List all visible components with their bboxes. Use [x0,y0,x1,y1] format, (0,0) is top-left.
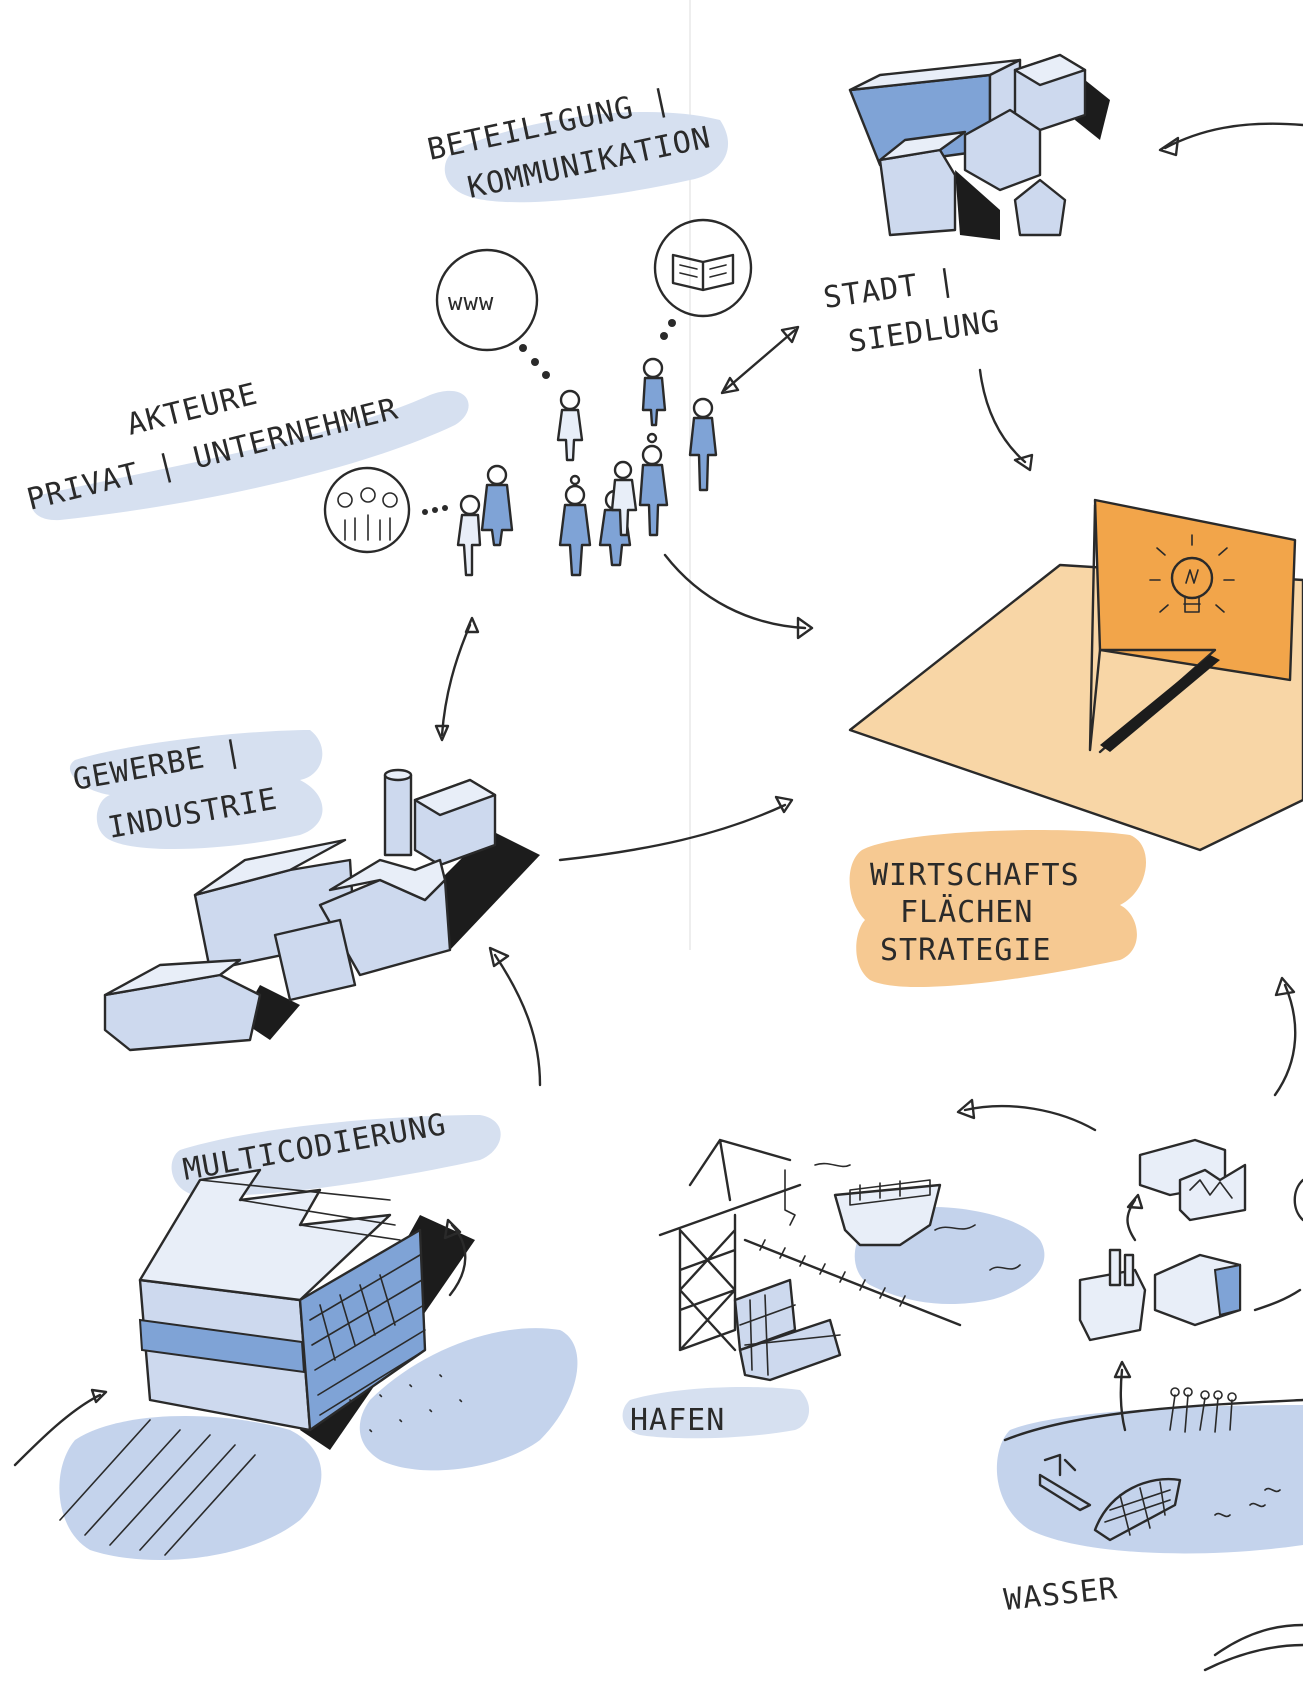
ship-icon [833,1179,942,1247]
arrow-to-stadt [1163,122,1303,150]
gewerbe-label-group: GEWERBE | INDUSTRIE [69,730,323,850]
container-stack-icon [733,1278,842,1382]
arrow-akteure-gewerbe [440,623,472,737]
strategy-label-line1: WIRTSCHAFTS [870,858,1080,893]
hafen-harbor [658,1138,1045,1382]
arrow-multi-cycle [448,1223,467,1297]
arrow-right-to-strategy [1273,983,1297,1097]
arrow-gewerbe-to-strategy [558,803,787,862]
arrow-people-stadt [723,328,797,392]
beteiligung-group: BETEILIGUNG | KOMMUNIKATION [424,82,729,206]
strategy-label-group: WIRTSCHAFTS FLÄCHEN STRATEGIE [849,830,1147,988]
crane-icon [658,1138,802,1352]
arrow-head-stadt [1158,136,1180,157]
arrow-multi-to-gewerbe [493,953,542,1087]
factory-buildings [103,768,540,1052]
stadt-label-line1: STADT | [821,263,958,316]
strategy-label-line3: STRATEGIE [880,933,1052,968]
right-industry-cluster [1078,1138,1303,1342]
hafen-label: HAFEN [630,1403,725,1438]
stadt-buildings [848,53,1110,240]
strategy-label-line2: FLÄCHEN [900,894,1033,930]
akteure-group: AKTEURE PRIVAT | UNTERNEHMER [23,377,469,521]
people-group-icon [323,466,448,554]
book-icon [671,253,735,292]
wasser-area [996,1360,1303,1672]
arrow-people-to-strategy [663,553,807,630]
ship-icon-2 [1038,1453,1092,1512]
quay-line [743,1238,962,1327]
stadt-label-line2: SIEDLUNG [846,304,1002,360]
wasser-label: WASSER [1002,1571,1119,1618]
multicodierung-building [138,1168,475,1450]
hafen-label-group: HAFEN [622,1387,810,1439]
www-bubble: www [435,248,550,379]
multicodierung-ground [13,1328,578,1560]
strategy-board [848,498,1303,852]
lightbulb-icon [1149,534,1235,613]
www-label: www [448,288,494,316]
grid-dome-icon [1093,1477,1182,1542]
arrow-to-hafen [963,1104,1097,1132]
book-bubble [653,218,753,340]
arrow-stadt-to-strategy [978,368,1027,464]
people-figures [456,357,718,577]
